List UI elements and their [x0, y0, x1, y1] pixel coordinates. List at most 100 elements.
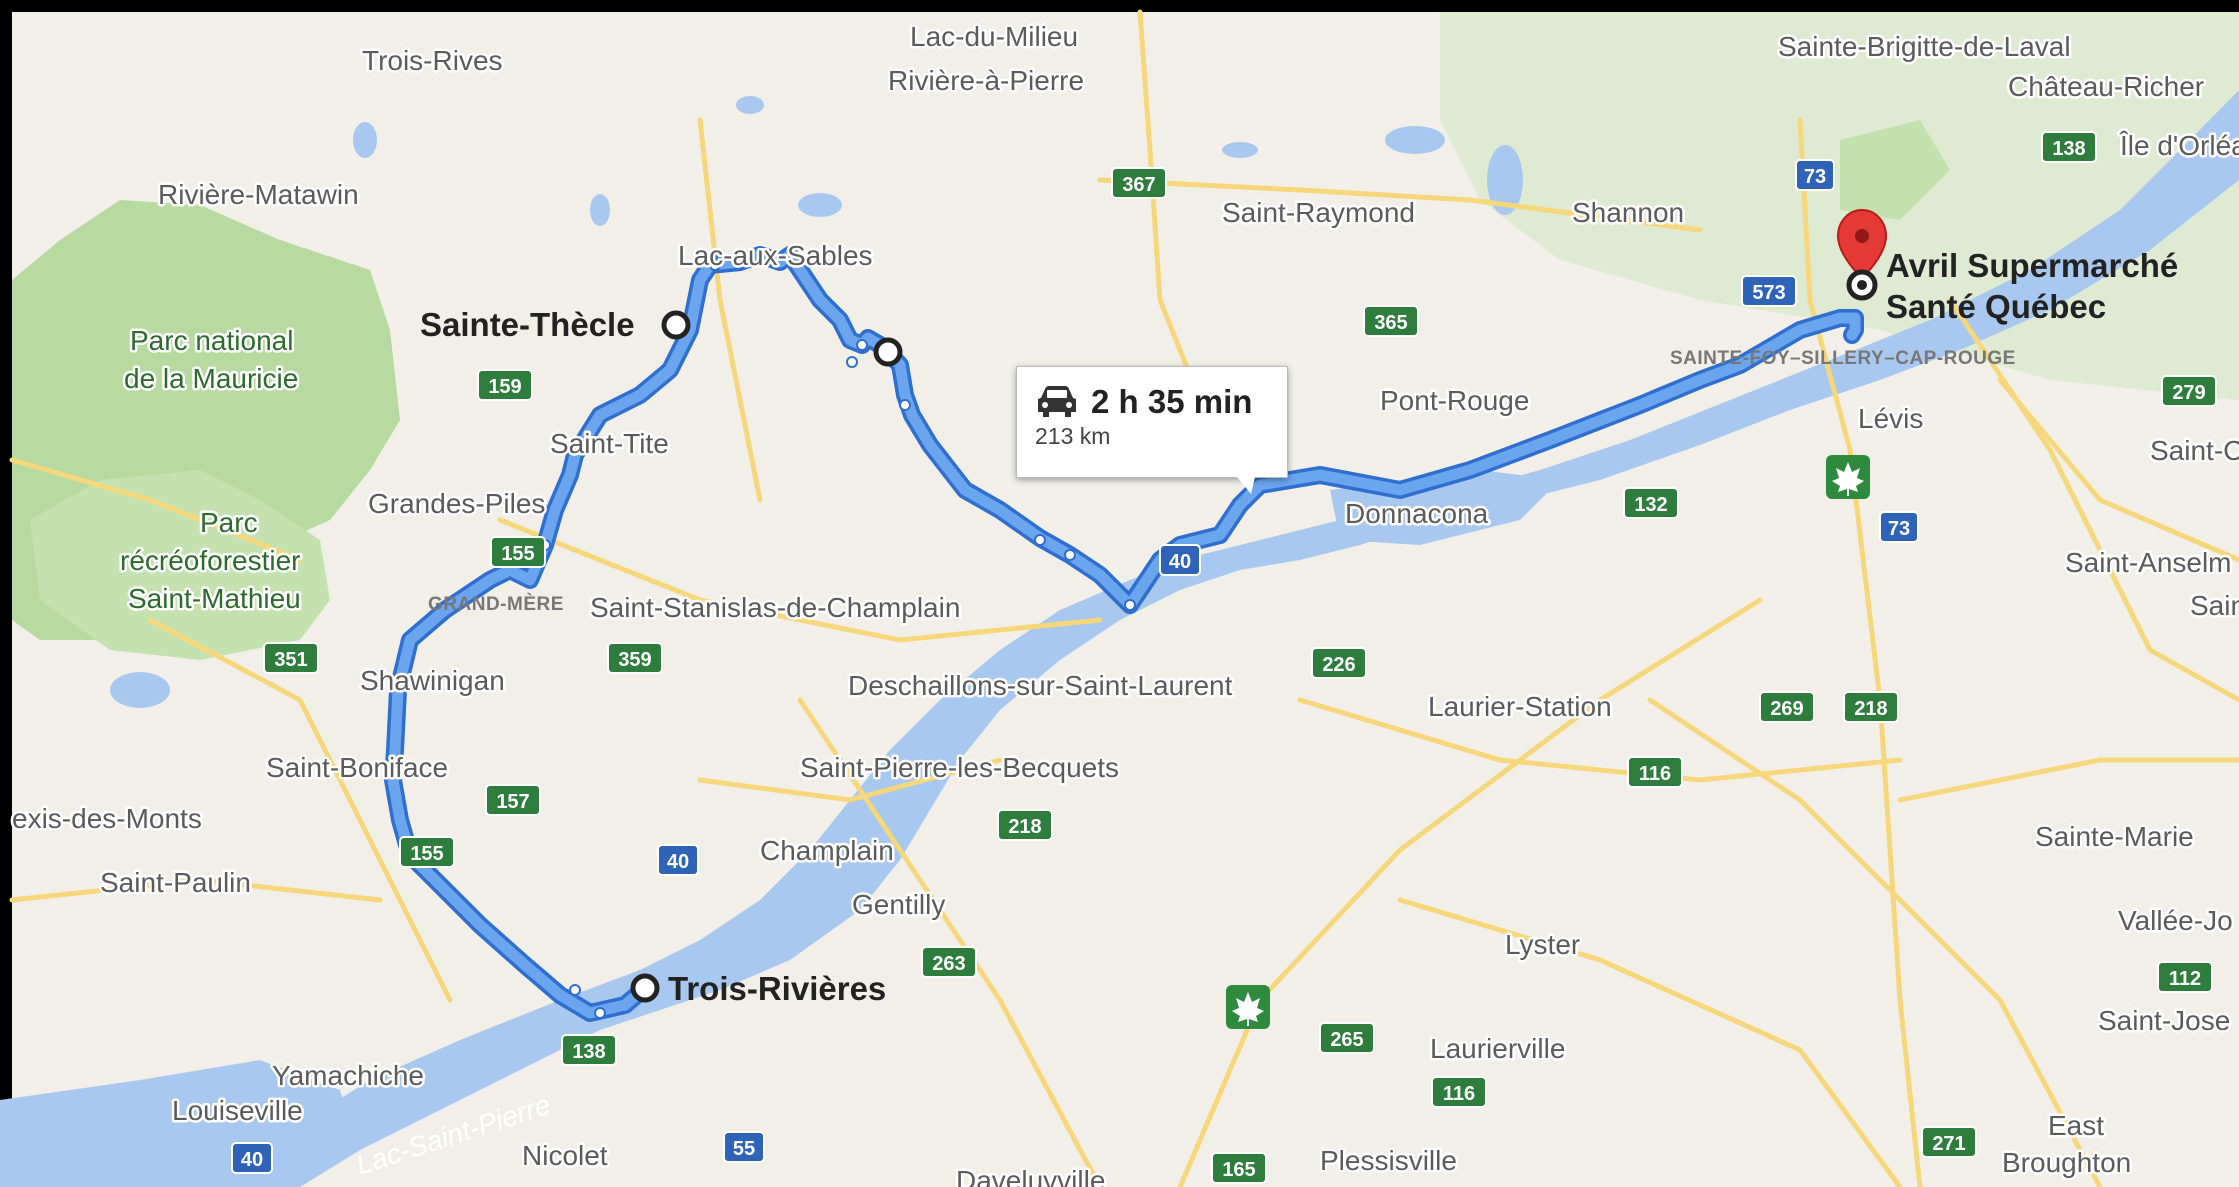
route-duration-row: 2 h 35 min — [1035, 383, 1269, 421]
place-label: Lac-du-Milieu — [910, 21, 1078, 52]
road-shield-573: 573 — [1741, 275, 1797, 307]
maple-leaf-icon — [1226, 985, 1270, 1029]
road-shield-159: 159 — [477, 369, 533, 401]
place-label: Broughton — [2002, 1147, 2131, 1178]
road-shield-112: 112 — [2157, 961, 2213, 993]
place-label: récréoforestier — [120, 545, 301, 576]
road-shield-218: 218 — [997, 809, 1053, 841]
place-label: Shawinigan — [360, 665, 505, 696]
waypoint-marker[interactable] — [873, 337, 903, 367]
place-label: Lévis — [1858, 403, 1923, 434]
route-distance: 213 km — [1035, 423, 1111, 449]
place-label: Deschaillons-sur-Saint-Laurent — [848, 670, 1233, 701]
place-label: Saint-Tite — [550, 428, 669, 459]
destination-label: Avril Supermarché — [1886, 247, 2178, 284]
road-shield-40: 40 — [231, 1142, 273, 1174]
place-label: Shannon — [1572, 197, 1684, 228]
road-shield-155: 155 — [490, 536, 546, 568]
place-label: Lac-aux-Sables — [678, 240, 873, 271]
svg-text:73: 73 — [1804, 166, 1826, 188]
svg-text:116: 116 — [1443, 1083, 1475, 1105]
svg-text:40: 40 — [241, 1149, 263, 1171]
svg-text:365: 365 — [1374, 312, 1407, 334]
place-label: Saint-Stanislas-de-Champlain — [590, 592, 960, 623]
road-shield-351: 351 — [263, 642, 319, 674]
place-label: Sainte-Brigitte-de-Laval — [1778, 31, 2071, 62]
route-card-tail — [1237, 477, 1255, 494]
place-label: Laurier-Station — [1428, 691, 1612, 722]
road-shield-155: 155 — [399, 836, 455, 868]
svg-text:132: 132 — [1634, 494, 1667, 516]
place-label: East — [2048, 1110, 2104, 1141]
place-label: Saint-Raymond — [1222, 197, 1415, 228]
place-label: Château-Richer — [2008, 71, 2204, 102]
place-label: Saint-Paulin — [100, 867, 251, 898]
maple-leaf-icon — [1826, 455, 1870, 499]
park-small — [1840, 120, 1950, 220]
lake — [590, 194, 610, 226]
stop-marker-sainte-thecle[interactable] — [661, 310, 691, 340]
road-shield-55: 55 — [723, 1131, 765, 1163]
svg-text:55: 55 — [733, 1138, 755, 1160]
road-shield-40: 40 — [1159, 544, 1201, 576]
place-labels: Trois-Rives Lac-du-Milieu Rivière-à-Pier… — [10, 19, 2239, 1187]
svg-text:155: 155 — [501, 543, 534, 565]
place-label: Saint-Jose — [2098, 1005, 2230, 1036]
route-line — [384, 246, 1864, 1022]
destination-pin-icon[interactable] — [1836, 208, 1888, 301]
road-shields: 367 365 573 73 138 279 159 132 73 155 40… — [231, 131, 2217, 1184]
route-info-card[interactable]: 2 h 35 min 213 km — [1016, 366, 1288, 494]
svg-text:218: 218 — [1854, 698, 1887, 720]
svg-text:359: 359 — [618, 649, 651, 671]
place-label: Parc national — [130, 325, 293, 356]
place-label: Saint-C — [2150, 435, 2239, 466]
lake — [736, 96, 764, 114]
place-label: Daveluyville — [956, 1165, 1105, 1187]
place-label: Yamachiche — [272, 1060, 424, 1091]
road-shield-226: 226 — [1311, 647, 1367, 679]
stop-label-sainte-thecle: Sainte-Thècle — [420, 306, 635, 343]
place-label: Rivière-Matawin — [158, 179, 359, 210]
route-duration: 2 h 35 min — [1091, 383, 1253, 420]
place-label: Nicolet — [522, 1140, 608, 1171]
place-label: Laurierville — [1430, 1033, 1565, 1064]
lake — [1385, 126, 1445, 154]
road-shield-116: 116 — [1431, 1076, 1487, 1108]
place-label: Lyster — [1505, 929, 1580, 960]
car-icon — [1038, 386, 1076, 417]
svg-text:265: 265 — [1330, 1029, 1363, 1051]
svg-text:367: 367 — [1122, 174, 1155, 196]
svg-text:226: 226 — [1322, 654, 1355, 676]
place-label: Saint-Boniface — [266, 752, 448, 783]
svg-text:138: 138 — [2052, 138, 2085, 160]
svg-text:40: 40 — [1169, 551, 1191, 573]
place-label: Vallée-Jo — [2118, 905, 2233, 936]
stop-marker-trois-rivieres[interactable] — [630, 973, 660, 1003]
svg-text:116: 116 — [1639, 763, 1671, 785]
place-label: Saint-Anselm — [2065, 547, 2232, 578]
place-label: Champlain — [760, 835, 894, 866]
road-shield-367: 367 — [1111, 167, 1167, 199]
lake — [353, 122, 377, 158]
svg-text:271: 271 — [1932, 1133, 1965, 1155]
stop-label-trois-rivieres: Trois-Rivières — [668, 970, 886, 1007]
place-label: Rivière-à-Pierre — [888, 65, 1084, 96]
road-shield-138: 138 — [2041, 131, 2097, 163]
place-label: SAINTE-FOY–SILLERY–CAP-ROUGE — [1670, 348, 2016, 369]
place-label: Louiseville — [172, 1095, 303, 1126]
place-label: Pont-Rouge — [1380, 385, 1529, 416]
svg-text:269: 269 — [1770, 698, 1803, 720]
lake — [1222, 142, 1258, 158]
svg-text:73: 73 — [1888, 518, 1910, 540]
road-shield-40: 40 — [657, 844, 699, 876]
svg-text:112: 112 — [2169, 968, 2201, 990]
road-shield-138: 138 — [561, 1034, 617, 1066]
road-shield-218: 218 — [1843, 691, 1899, 723]
place-label: Plessisville — [1320, 1145, 1457, 1176]
place-label: Donnacona — [1345, 498, 1489, 529]
road-shield-165: 165 — [1211, 1152, 1267, 1184]
park-saint-mathieu — [30, 470, 330, 660]
svg-text:351: 351 — [274, 649, 307, 671]
